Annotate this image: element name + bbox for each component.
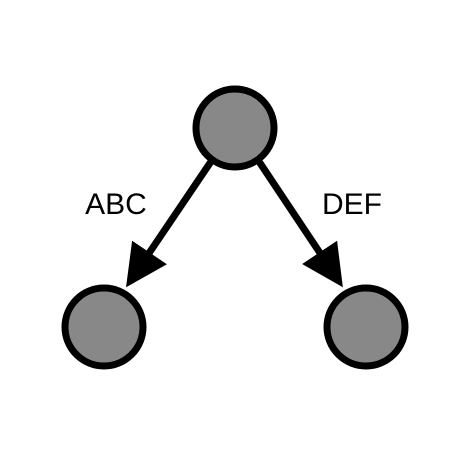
- edge-abc-arrow: [126, 159, 214, 288]
- node-root: [192, 85, 278, 171]
- edge-def-arrow: [256, 159, 343, 288]
- node-right-child: [323, 284, 409, 370]
- node-left-child: [61, 284, 147, 370]
- edge-def: DEF: [256, 159, 382, 288]
- edge-label-def: DEF: [322, 188, 382, 221]
- edge-label-abc: ABC: [85, 188, 147, 221]
- edge-abc: ABC: [85, 159, 214, 288]
